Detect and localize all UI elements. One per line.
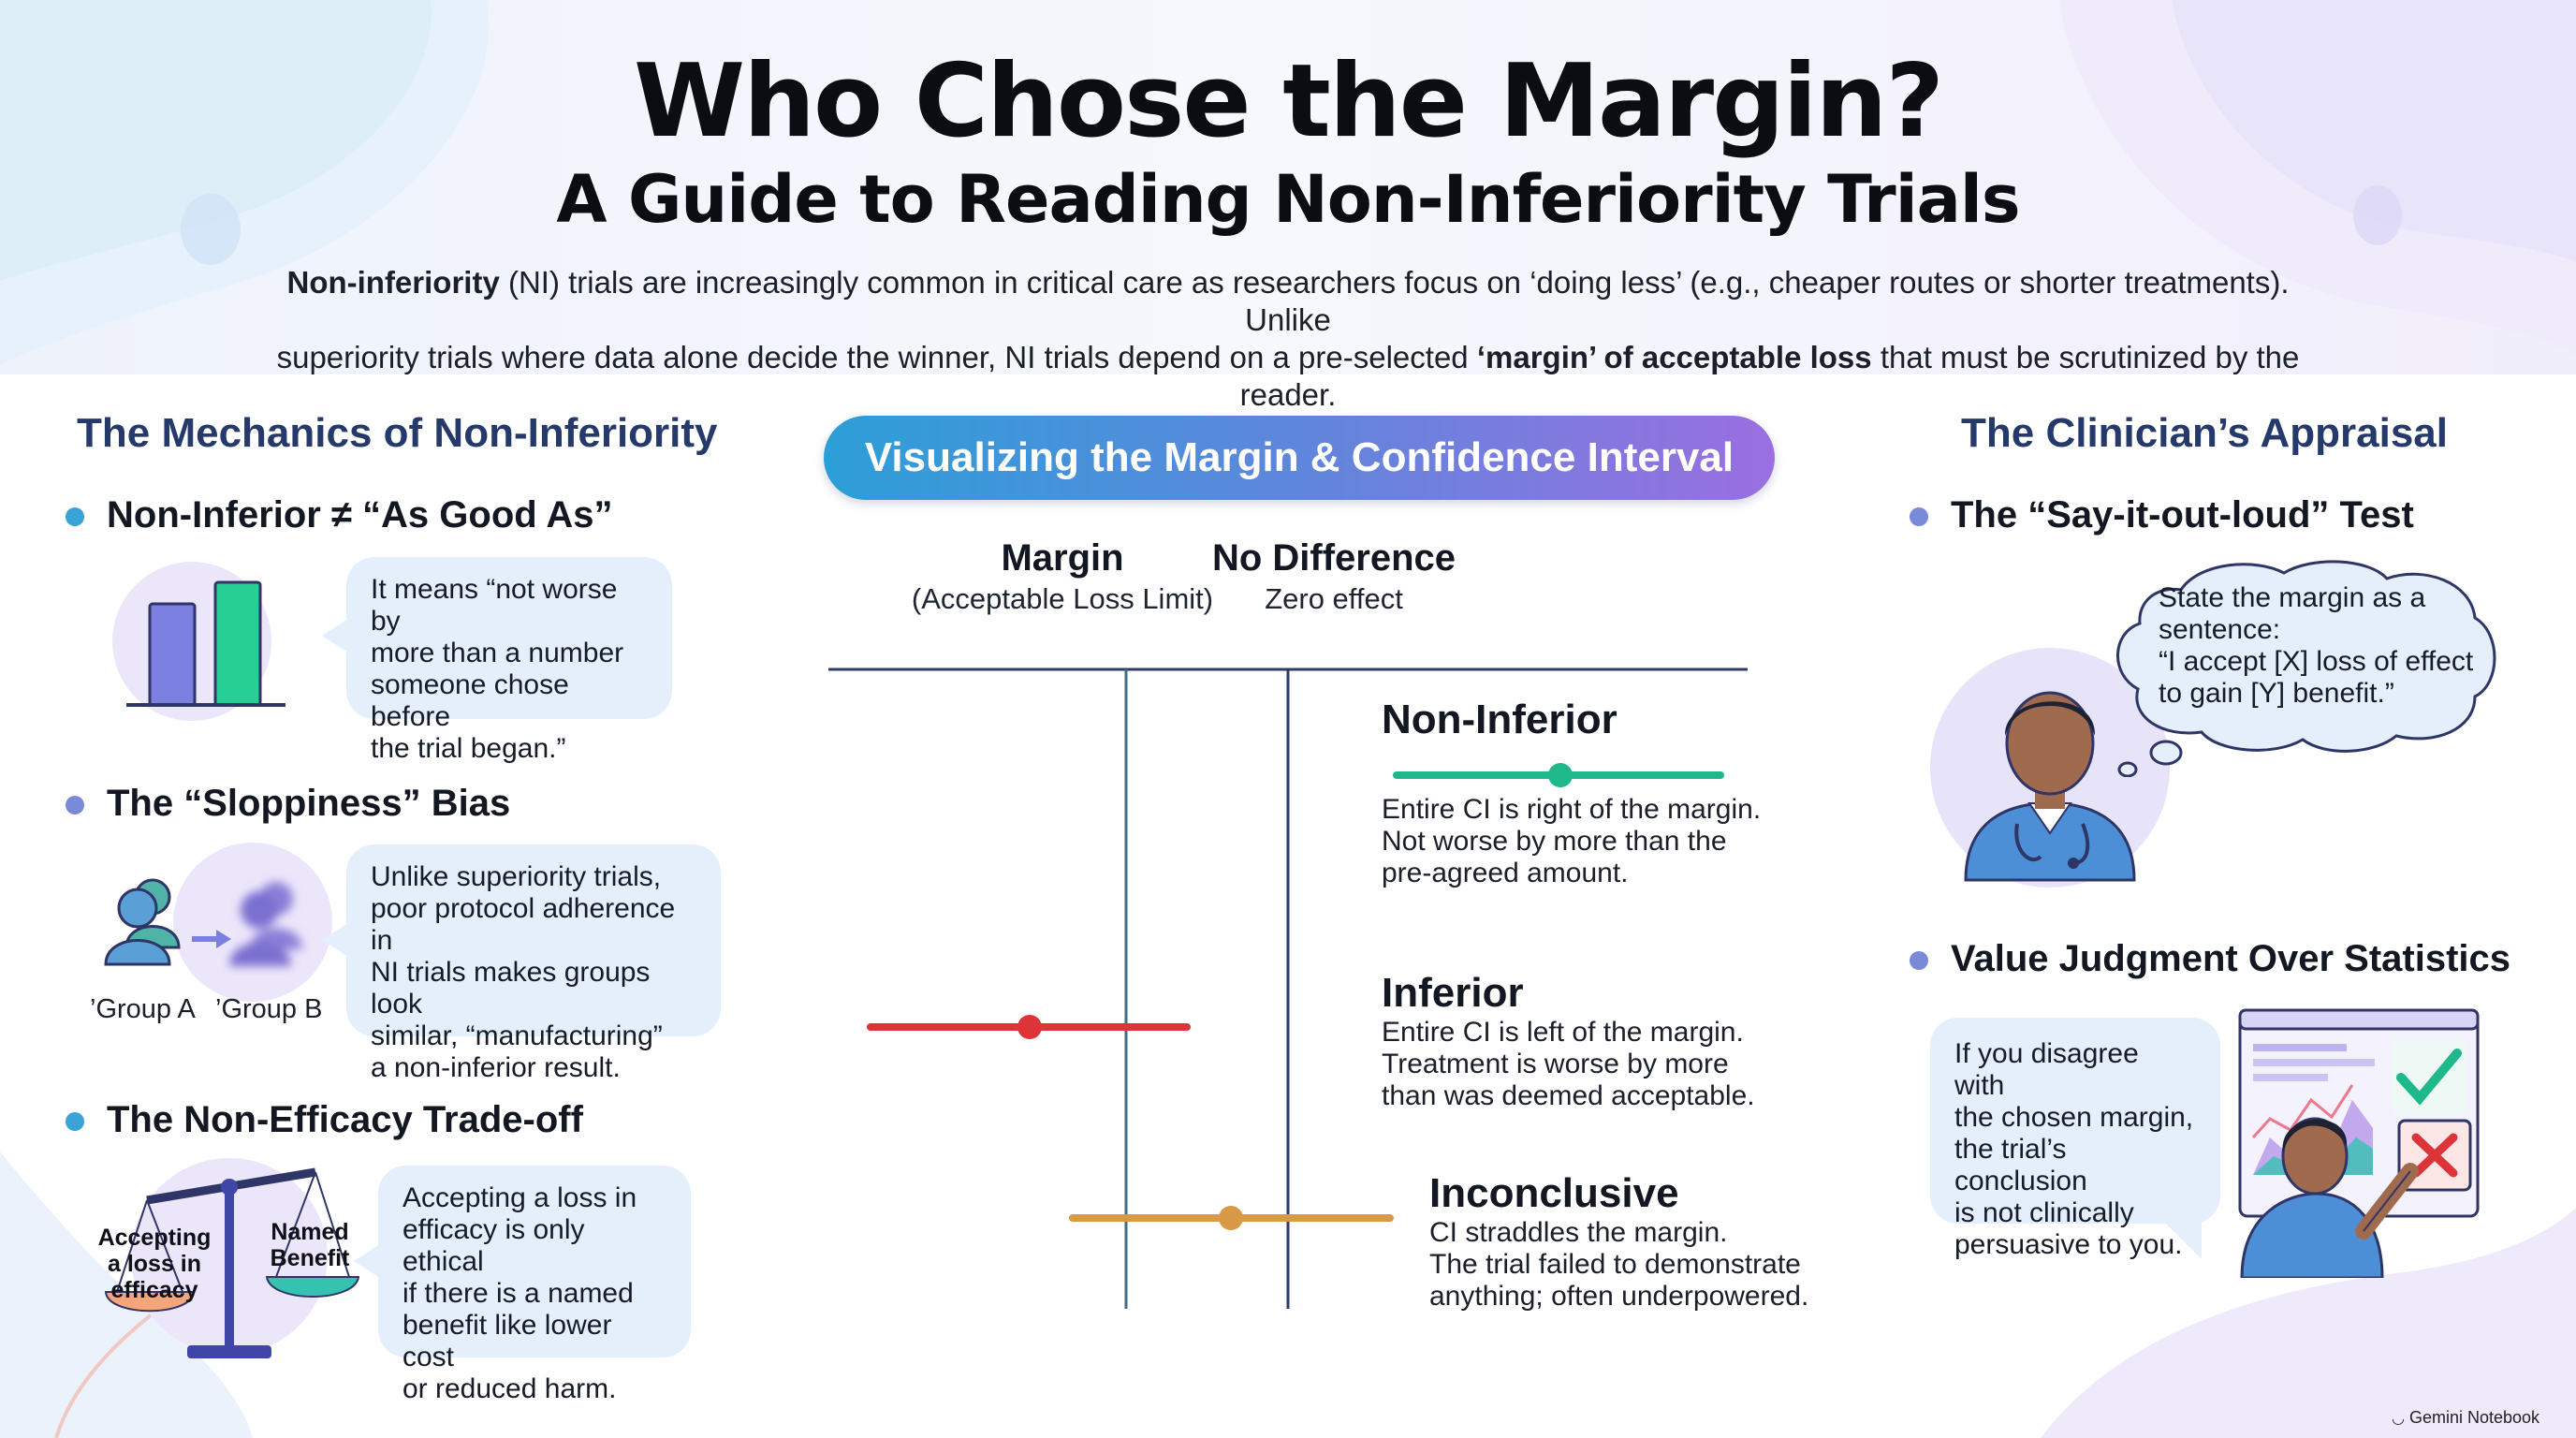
bubble-line: Accepting a loss in: [402, 1182, 637, 1213]
bubble-line: Unlike superiority trials,: [371, 861, 662, 892]
page-title: Who Chose the Margin?: [633, 43, 1944, 160]
item-title-sloppiness: The “Sloppiness” Bias: [107, 783, 511, 824]
scale-left-label: Accepting a loss in efficacy: [94, 1225, 215, 1303]
result-inconclusive: Inconclusive CI straddles the margin. Th…: [1429, 1170, 1808, 1313]
left-section-heading: The Mechanics of Non-Inferiority: [77, 410, 718, 456]
ci-non-inferior: [1393, 763, 1724, 787]
dashboard-reviewer-icon: [2238, 1008, 2480, 1278]
right-section-heading: The Clinician’s Appraisal: [1961, 410, 2448, 456]
groups-blur-icon: [104, 843, 332, 1002]
scale-left-line: efficacy: [110, 1277, 198, 1303]
center-heading-pill: Visualizing the Margin & Confidence Inte…: [824, 416, 1775, 500]
item-title-value-judgment: Value Judgment Over Statistics: [1951, 938, 2510, 979]
cloud-line: State the margin as a: [2159, 582, 2426, 613]
bubble-tail: [322, 923, 348, 957]
item-title-non-inferior: Non-Inferior ≠ “As Good As”: [107, 494, 613, 536]
no-difference-sublabel: Zero effect: [1265, 582, 1403, 615]
bubble-line: benefit like lower cost: [402, 1310, 612, 1372]
bubble-line: similar, “manufacturing”: [371, 1020, 663, 1051]
bullet-dot: [66, 507, 84, 526]
thought-cloud-text: State the margin as a sentence: “I accep…: [2159, 582, 2473, 710]
margin-label: Margin: [1001, 537, 1124, 579]
group-b-label: ’Group B: [215, 994, 323, 1024]
bubble-tail: [322, 619, 348, 653]
cloud-line: to gain [Y] benefit.”: [2159, 678, 2394, 709]
ci-inferior: [867, 1015, 1191, 1039]
bullet-dot: [1910, 507, 1928, 526]
bubble-line: a non-inferior result.: [371, 1052, 621, 1083]
result-line: than was deemed acceptable.: [1382, 1080, 1755, 1111]
bubble-line: the chosen margin,: [1954, 1102, 2194, 1133]
bubble-line: If you disagree with: [1954, 1038, 2139, 1101]
item-title-say-it-out-loud: The “Say-it-out-loud” Test: [1951, 494, 2414, 536]
cloud-line: sentence:: [2159, 614, 2281, 645]
result-line: Treatment is worse by more: [1382, 1049, 1729, 1079]
page-subtitle: A Guide to Reading Non-Inferiority Trial…: [556, 161, 2020, 238]
cloud-line: “I accept [X] loss of effect: [2159, 646, 2474, 677]
intro-text-1: (NI) trials are increasingly common in c…: [499, 265, 2290, 337]
bubble-line: is not clinically: [1954, 1197, 2134, 1228]
result-line: The trial failed to demonstrate: [1429, 1249, 1801, 1280]
bubble-line: the trial’s conclusion: [1954, 1134, 2087, 1196]
balance-scale-icon: [104, 1158, 360, 1358]
intro-line-2: superiority trials where data alone deci…: [262, 339, 2314, 414]
scale-right-line: Named: [271, 1219, 349, 1245]
group-a-label: ’Group A: [90, 994, 196, 1024]
ci-diagram: [828, 668, 1748, 1309]
scale-right-line: Benefit: [270, 1245, 350, 1271]
scale-left-line: Accepting: [97, 1225, 212, 1251]
bubble-line: persuasive to you.: [1954, 1229, 2183, 1260]
intro-text-3: that must be scrutinized by the reader.: [1239, 340, 2300, 412]
result-line: CI straddles the margin.: [1429, 1217, 1728, 1248]
result-line: Not worse by more than the: [1382, 826, 1727, 857]
result-line: anything; often underpowered.: [1429, 1281, 1809, 1312]
bubble-line: poor protocol adherence in: [371, 893, 676, 956]
item-title-trade-off: The Non-Efficacy Trade-off: [107, 1099, 583, 1140]
intro-line-1: Non-inferiority (NI) trials are increasi…: [262, 264, 2314, 339]
ci-inconclusive: [1069, 1206, 1394, 1230]
speech-bubble-non-inferior: It means “not worse by more than a numbe…: [322, 557, 672, 764]
margin-sublabel: (Acceptable Loss Limit): [911, 582, 1214, 615]
result-line: Entire CI is left of the margin.: [1382, 1017, 1744, 1048]
bubble-tail: [2164, 1222, 2202, 1259]
thought-cloud-shape: [2116, 560, 2496, 777]
bullet-dot: [1910, 951, 1928, 970]
bubble-tail: [354, 1244, 380, 1278]
speech-bubble-trade-off: Accepting a loss in efficacy is only eth…: [354, 1166, 691, 1404]
speech-bubble-sloppiness: Unlike superiority trials, poor protocol…: [322, 844, 721, 1083]
clinician-icon: [1930, 648, 2170, 888]
bubble-line: or reduced harm.: [402, 1373, 617, 1404]
brand-logo-icon: ◡: [2392, 1411, 2405, 1427]
result-title: Non-Inferior: [1382, 697, 1617, 742]
intro-text-2: superiority trials where data alone deci…: [276, 340, 1477, 374]
bubble-line: someone chose before: [371, 669, 569, 732]
result-non-inferior: Non-Inferior Entire CI is right of the m…: [1382, 697, 1761, 889]
bullet-dot: [66, 1112, 84, 1131]
scale-right-label: Named Benefit: [258, 1219, 361, 1271]
bubble-line: more than a number: [371, 638, 624, 668]
brand-label: Gemini Notebook: [2408, 1408, 2540, 1427]
result-inferior: Inferior Entire CI is left of the margin…: [1382, 970, 1755, 1112]
bullet-dot: [66, 796, 84, 814]
result-title: Inferior: [1382, 970, 1524, 1016]
bubble-line: It means “not worse by: [371, 574, 618, 637]
intro-bold-margin: ‘margin’ of acceptable loss: [1476, 340, 1872, 374]
speech-bubble-value-judgment: If you disagree with the chosen margin, …: [1930, 1018, 2220, 1260]
result-line: Entire CI is right of the margin.: [1382, 794, 1762, 825]
intro-bold-term: Non-inferiority: [286, 265, 500, 300]
intro-paragraph: Non-inferiority (NI) trials are increasi…: [262, 264, 2314, 414]
bubble-line: the trial began.”: [371, 733, 566, 764]
bubble-line: efficacy is only ethical: [402, 1214, 585, 1277]
bubble-line: if there is a named: [402, 1278, 634, 1309]
no-difference-label: No Difference: [1211, 537, 1456, 579]
bubble-line: NI trials makes groups look: [371, 957, 651, 1020]
bar-chart-icon: [112, 562, 285, 721]
footer-brand: ◡ Gemini Notebook: [2392, 1408, 2539, 1428]
scale-left-line: a loss in: [107, 1251, 202, 1277]
result-title: Inconclusive: [1429, 1170, 1679, 1216]
result-line: pre-agreed amount.: [1382, 858, 1629, 888]
